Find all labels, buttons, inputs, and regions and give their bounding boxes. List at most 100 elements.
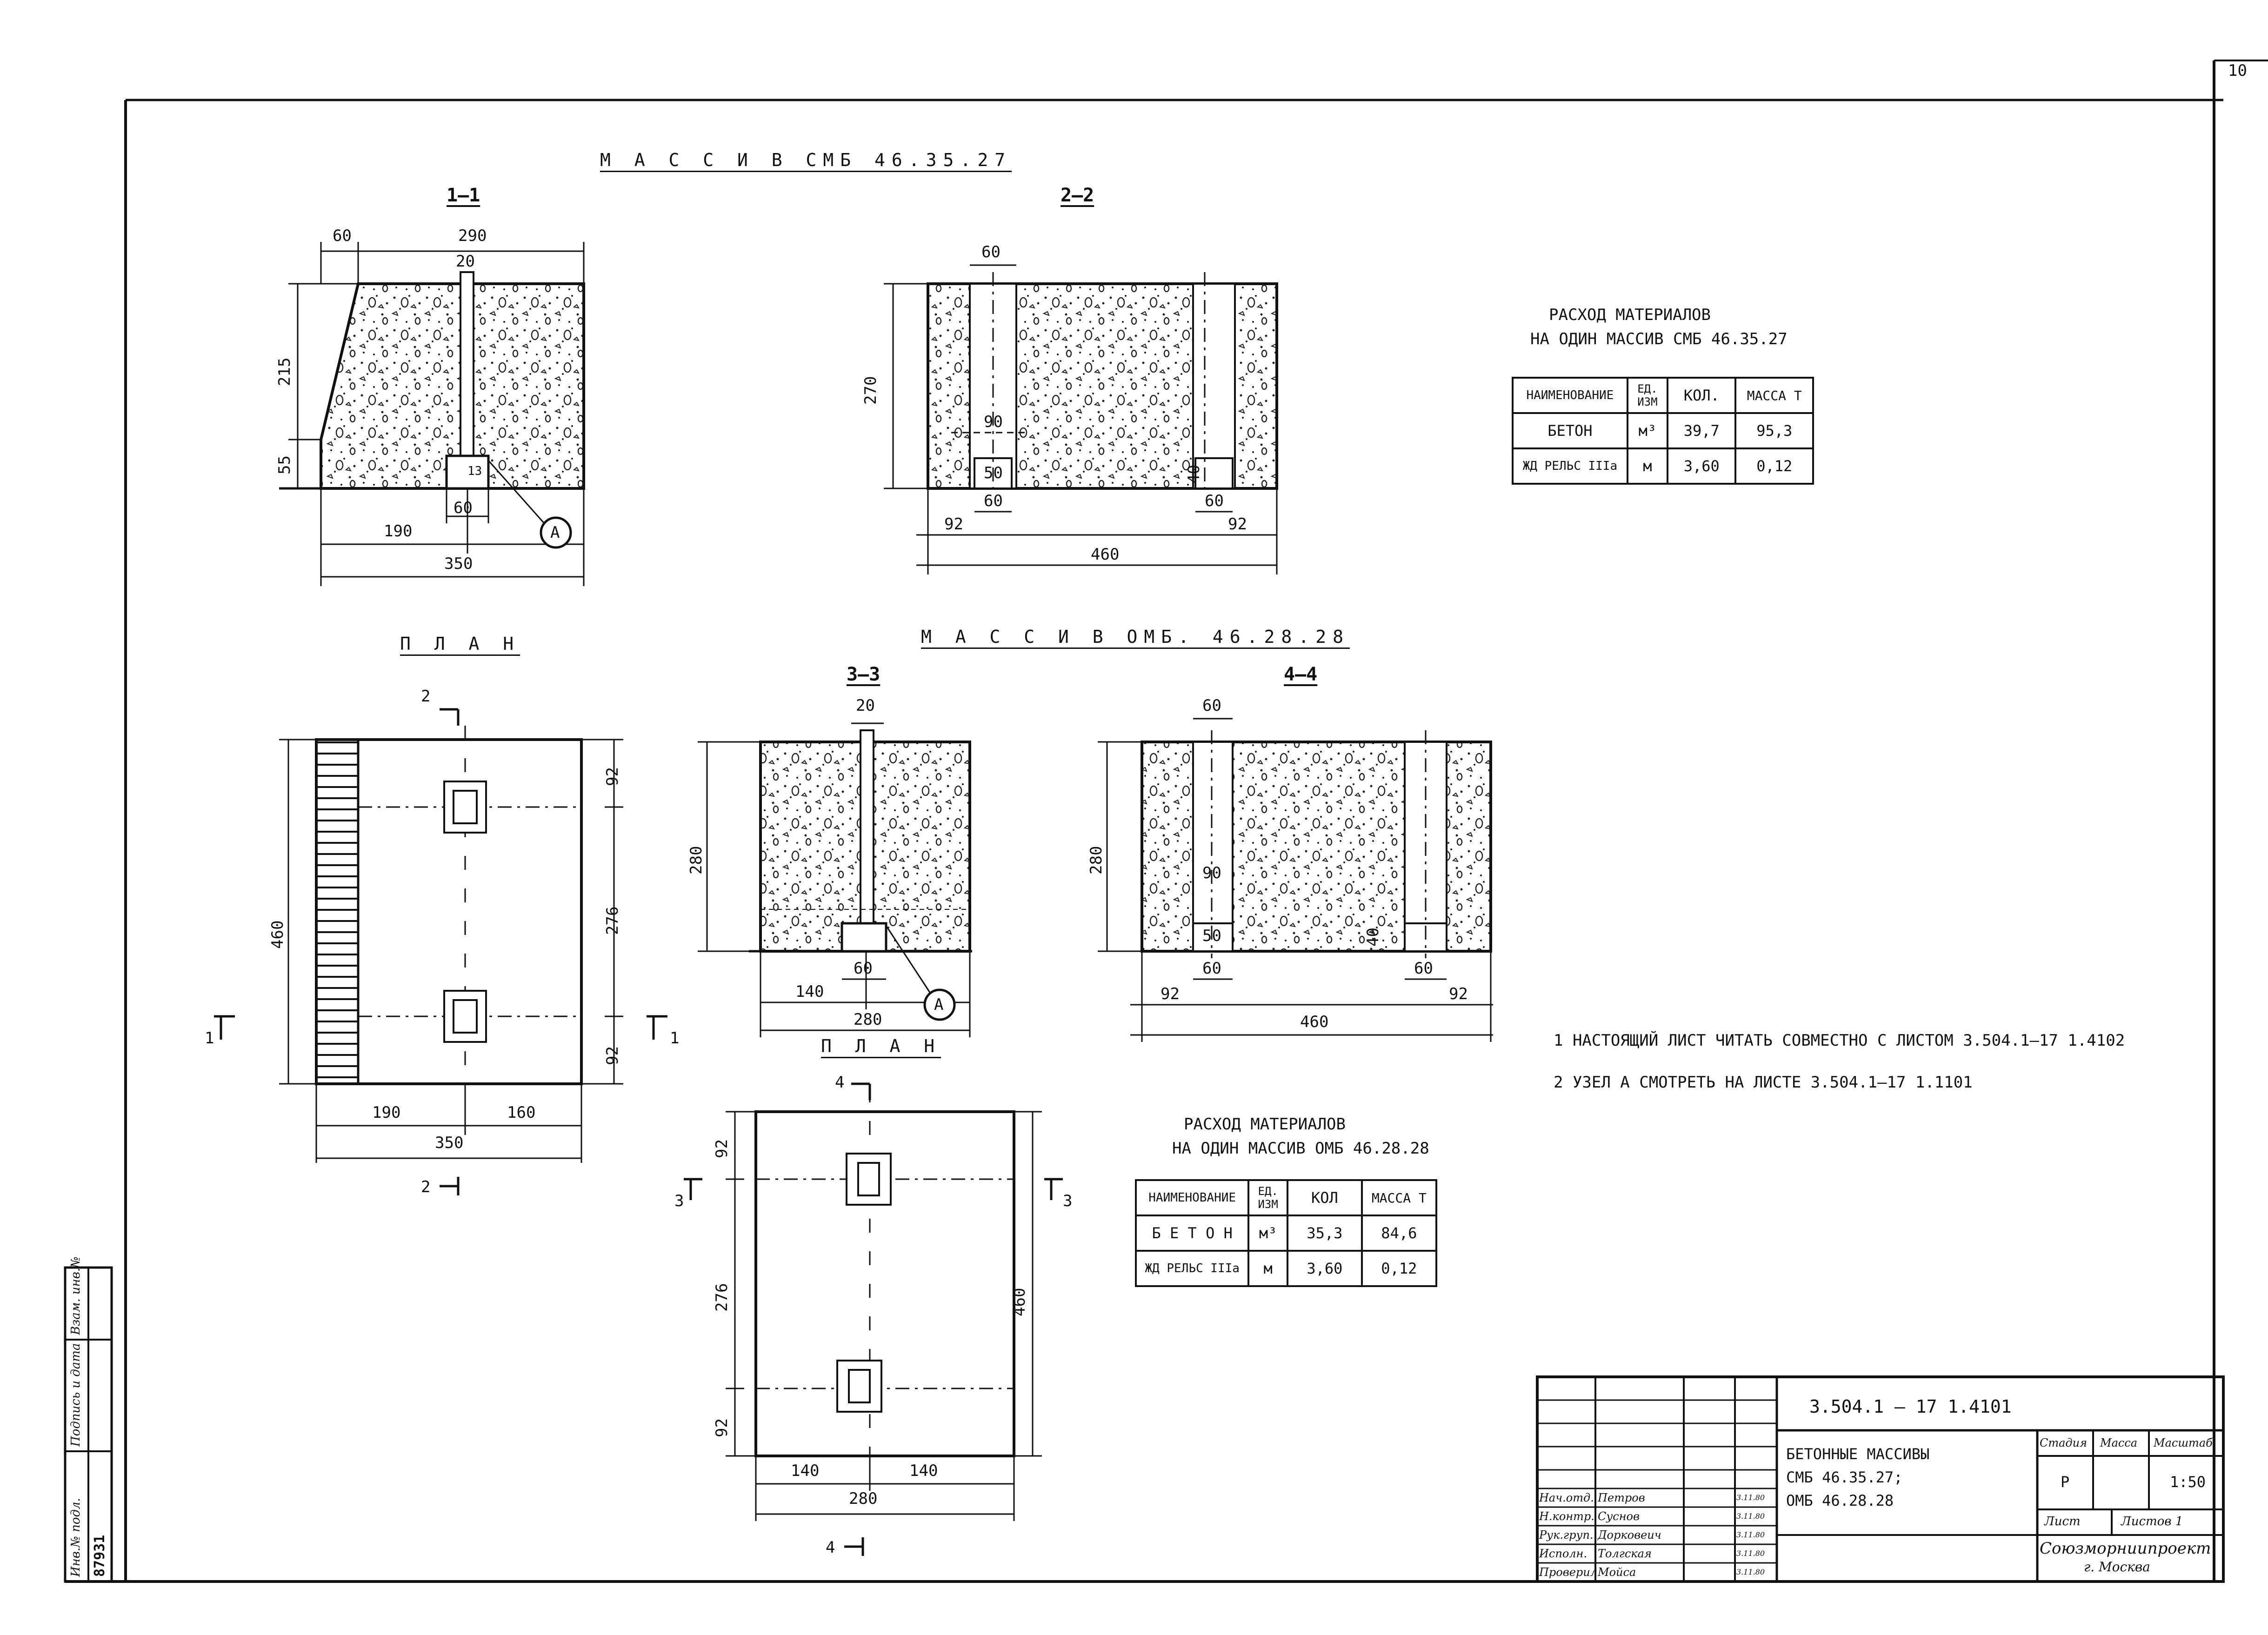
massiv2-title: М А С С И В ОМБ. 46.28.28: [921, 627, 1350, 647]
signature-row: Нач.отд. Петров 3.11.80: [1537, 1488, 1777, 1507]
table-header-cell: КОЛ.: [1667, 377, 1737, 414]
section-2-2-label: 2–2: [1061, 185, 1094, 206]
table-cell: 0,12: [1734, 447, 1814, 485]
dim-label: 190: [372, 1103, 401, 1122]
dim-label: 160: [507, 1103, 536, 1122]
signature-date: 3.11.80: [1736, 1568, 1765, 1576]
table1-caption: НА ОДИН МАССИВ СМБ 46.35.27: [1530, 330, 1788, 348]
signature-date: 3.11.80: [1736, 1530, 1765, 1539]
dim-label: 460: [1010, 1288, 1029, 1316]
dim-label: 190: [384, 522, 413, 541]
materials-table-2: НАИМЕНОВАНИЕ ЕД. ИЗМ КОЛ МАССА Т Б Е Т О…: [1134, 1179, 1438, 1287]
table-cell: 0,12: [1361, 1250, 1438, 1287]
signature-role: Нач.отд.: [1539, 1491, 1594, 1504]
organization: Союзморниипроект: [2040, 1539, 2211, 1558]
dim-label: 350: [444, 554, 473, 573]
table-header-cell: НАИМЕНОВАНИЕ: [1134, 1179, 1250, 1216]
section-1-1: [279, 242, 585, 586]
dim-label: 60: [854, 959, 873, 978]
side-stamp-label: Взам. инв.№: [69, 1256, 83, 1335]
dim-label: 140: [795, 982, 824, 1001]
table-row: БЕТОН м³ 39,7 95,3: [1512, 412, 1814, 449]
table-cell: м: [1247, 1250, 1289, 1287]
dim-label: 92: [944, 515, 963, 534]
signature-name: Дорковеич: [1598, 1528, 1661, 1542]
table-header-row: НАИМЕНОВАНИЕ ЕД. ИЗМ КОЛ МАССА Т: [1134, 1179, 1438, 1216]
table-cell: м³: [1626, 412, 1669, 449]
table-cell: 95,3: [1734, 412, 1814, 449]
table-cell: ЖД РЕЛЬС IIIа: [1134, 1250, 1250, 1287]
dim-label: 276: [603, 906, 622, 935]
node-a-label: А: [934, 995, 944, 1014]
listov-label: Листов 1: [2121, 1515, 2183, 1528]
cut-label: 3: [674, 1192, 684, 1210]
dim-label: 215: [275, 357, 294, 386]
dim-label: 270: [861, 376, 880, 405]
dim-label: 276: [713, 1283, 731, 1312]
dim-label: 92: [603, 1046, 622, 1065]
section-2-2: [884, 264, 1278, 574]
dim-label: 60: [1202, 696, 1221, 715]
inventory-number: 87931: [92, 1535, 108, 1577]
signature-date: 3.11.80: [1736, 1549, 1765, 1558]
signature-row: Проверил Мойса 3.11.80: [1537, 1563, 1777, 1582]
dim-label: 280: [687, 846, 706, 874]
table-header-cell: КОЛ: [1287, 1179, 1363, 1216]
dim-label: 92: [1228, 515, 1247, 534]
massiv1-title: М А С С И В СМБ 46.35.27: [600, 150, 1012, 170]
signature-name: Толгская: [1598, 1547, 1652, 1560]
dim-label: 460: [268, 920, 287, 949]
dim-label: 13: [467, 464, 482, 478]
cut-label: 4: [835, 1073, 845, 1092]
drawing-code: 3.504.1 – 17 1.4101: [1809, 1396, 2012, 1417]
cut-label: 3: [1063, 1192, 1073, 1210]
scale-value: 1:50: [2170, 1473, 2206, 1491]
dim-label: 460: [1091, 545, 1120, 564]
dim-label: 60: [981, 243, 1001, 261]
cut-label: 1: [205, 1029, 214, 1048]
cut-label: 2: [421, 1178, 431, 1196]
dim-label: 140: [791, 1461, 820, 1480]
dim-label: 20: [856, 696, 875, 715]
signature-role: Н.контр.: [1539, 1510, 1594, 1523]
massa-label: Масса: [2100, 1436, 2138, 1449]
signature-role: Проверил: [1539, 1566, 1598, 1579]
table2-caption: НА ОДИН МАССИВ ОМБ 46.28.28: [1172, 1139, 1429, 1158]
signature-row: Н.контр. Суснов 3.11.80: [1537, 1507, 1777, 1526]
section-3-3-label: 3–3: [847, 664, 881, 685]
dim-label: 20: [456, 252, 475, 271]
dim-label: 90: [1202, 864, 1221, 882]
dim-label: 92: [603, 767, 622, 786]
signature-name: Мойса: [1598, 1566, 1636, 1579]
table1-caption: РАСХОД МАТЕРИАЛОВ: [1549, 306, 1711, 324]
stadia-label: Стадия: [2040, 1436, 2087, 1449]
dim-label: 92: [713, 1418, 731, 1437]
table-cell: 35,3: [1287, 1215, 1363, 1252]
side-stamp-label: Инв.№ подл.: [69, 1498, 83, 1577]
plan-1: [214, 708, 667, 1195]
table-header-cell: НАИМЕНОВАНИЕ: [1512, 377, 1628, 414]
dim-label: 280: [849, 1489, 878, 1508]
cut-label: 2: [421, 687, 431, 706]
table-cell: 39,7: [1667, 412, 1737, 449]
dim-label: 92: [713, 1139, 731, 1158]
plan-2: [684, 1082, 1063, 1556]
table-header-row: НАИМЕНОВАНИЕ ЕД. ИЗМ КОЛ. МАССА Т: [1512, 377, 1814, 414]
section-4-4-label: 4–4: [1284, 664, 1318, 685]
dim-label: 90: [984, 413, 1003, 431]
dim-label: 60: [333, 227, 352, 245]
dim-label: 40: [1185, 465, 1203, 484]
table-cell: 3,60: [1287, 1250, 1363, 1287]
dim-label: 60: [1202, 959, 1221, 978]
signature-role: Исполн.: [1539, 1547, 1587, 1560]
section-4-4: [1098, 718, 1493, 1042]
dim-label: 60: [1414, 959, 1433, 978]
signature-role: Рук.груп.: [1539, 1528, 1594, 1542]
node-a-label: А: [550, 523, 560, 542]
cut-label: 1: [670, 1029, 680, 1048]
dim-label: 40: [1364, 928, 1382, 947]
dim-label: 60: [984, 492, 1003, 510]
sheet-number: 10: [2228, 61, 2247, 80]
table2-caption: РАСХОД МАТЕРИАЛОВ: [1184, 1115, 1346, 1134]
dim-label: 280: [854, 1010, 882, 1029]
